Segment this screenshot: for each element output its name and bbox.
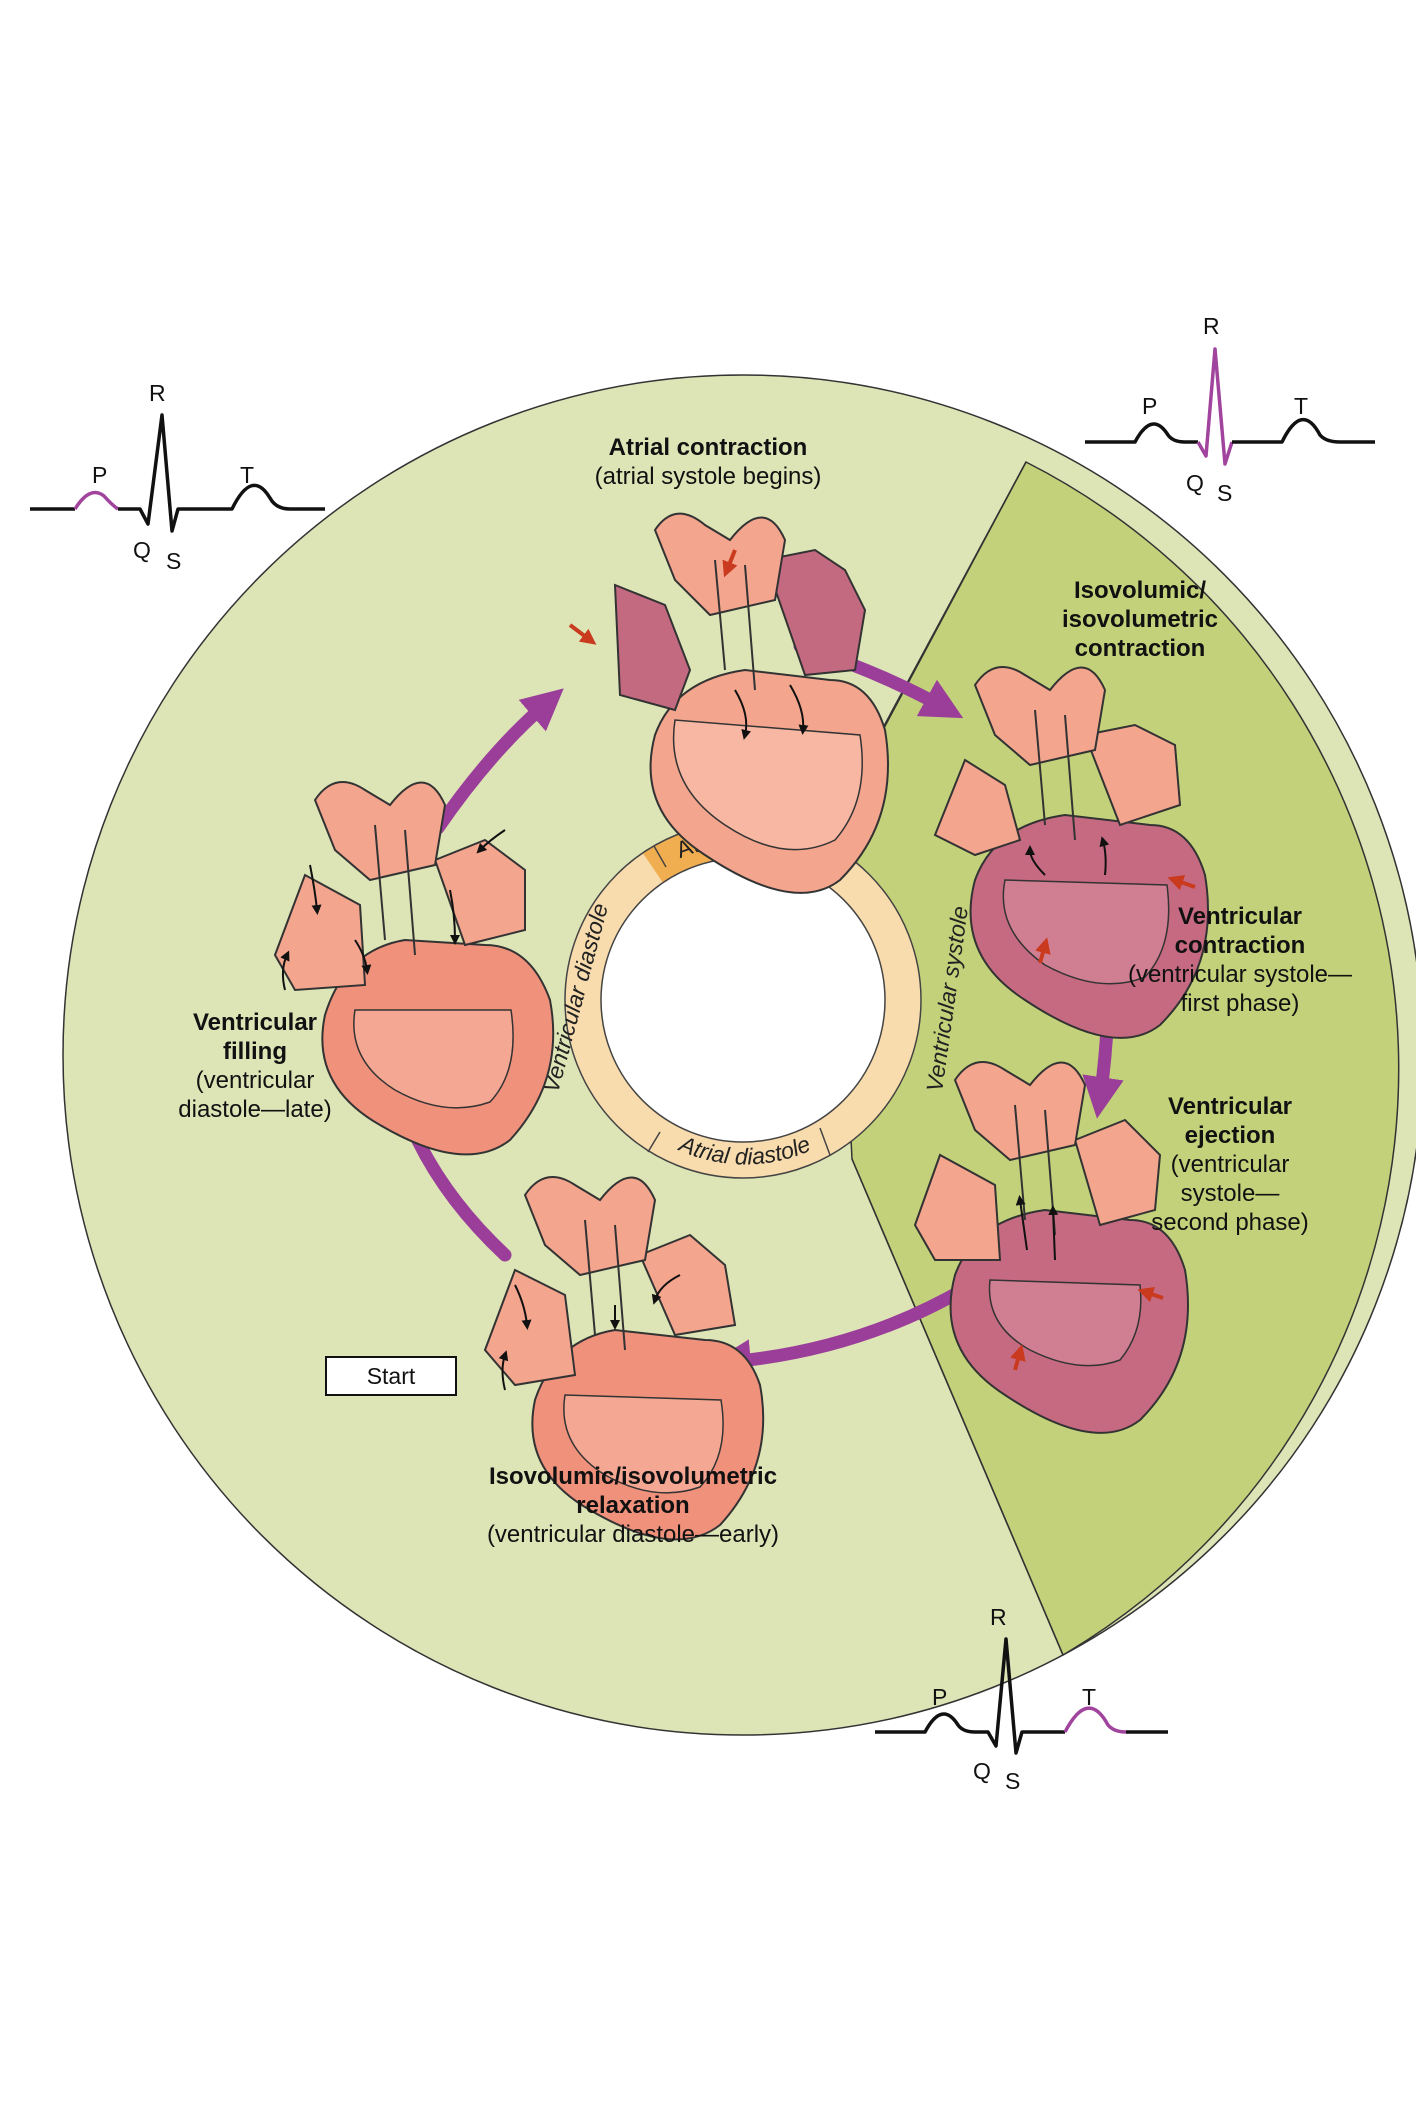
label-isovolumic-relaxation-title2: relaxation [576,1492,690,1519]
label-ventricular-ejection-sub2: systole— [1180,1180,1280,1207]
ecg-top-left [30,413,325,533]
ecg-top-left-t: T [240,462,255,488]
label-ventricular-filling-sub2: diastole—late) [178,1096,332,1123]
ring-divider [647,1131,661,1153]
label-ventricular-filling-title2: filling [223,1038,287,1065]
start-box: Start [325,1356,457,1396]
heart-ventricular-ejection [913,1061,1189,1434]
label-ventricular-ejection: Ventricular ejection (ventricular systol… [1110,1092,1350,1237]
ecg-top-left-r: R [149,380,166,406]
label-isovolumic-relaxation: Isovolumic/isovolumetric relaxation (ven… [433,1462,833,1549]
label-isovolumic-contraction: Isovolumic/ isovolumetric contraction [1025,576,1255,663]
label-ventricular-contraction-sub1: (ventricular systole— [1127,961,1353,988]
ecg-top-right-p: P [1142,393,1158,419]
heart-isovolumic-relaxation [483,1176,765,1541]
label-isovolumic-contraction-line3: contraction [1074,635,1206,662]
ecg-bottom-s: S [1005,1768,1021,1794]
ecg-top-right-t: T [1294,393,1309,419]
heart-isovolumic-contraction [933,666,1209,1039]
label-ventricular-contraction: Ventricular contraction (ventricular sys… [1105,902,1375,1018]
ecg-top-left-s: S [166,548,182,574]
ecg-bottom-p: P [932,1684,948,1710]
cycle-arrow-filling-to-atrial [431,688,564,835]
heart-atrial-contraction [568,512,889,894]
ecg-top-left-q: Q [133,537,151,563]
label-isovolumic-relaxation-subtitle: (ventricular diastole—early) [486,1521,780,1548]
ecg-bottom-t: T [1082,1684,1097,1710]
label-ventricular-filling-title: Ventricular [192,1009,318,1036]
ecg-bottom-r: R [990,1604,1007,1630]
ring-divider [653,845,667,868]
cycle-arrow-ejection-to-relaxation [709,1281,973,1381]
label-isovolumic-contraction-line1: Isovolumic/ [1073,577,1207,604]
label-ventricular-filling: Ventricular filling (ventricular diastol… [160,1008,350,1124]
ecg-bottom-q: Q [973,1758,991,1784]
label-ventricular-contraction-title2: contraction [1174,932,1306,959]
label-ventricular-ejection-sub1: (ventricular [1170,1151,1290,1178]
label-atrial-contraction-title: Atrial contraction [608,434,808,461]
inner-ring-inner-edge [600,857,886,1143]
label-ventricular-ejection-sub3: second phase) [1151,1209,1309,1236]
label-atrial-contraction: Atrial contraction (atrial systole begin… [508,433,908,491]
sector-boundary-bottom [851,1158,1064,1656]
ring-divider [819,1127,831,1156]
label-isovolumic-relaxation-title: Isovolumic/isovolumetric [488,1463,778,1490]
label-ventricular-filling-sub1: (ventricular [195,1067,315,1094]
label-ventricular-contraction-title: Ventricular [1177,903,1303,930]
ecg-bottom [875,1637,1168,1755]
ecg-top-right-r: R [1203,313,1220,339]
label-atrial-contraction-subtitle: (atrial systole begins) [594,463,822,490]
heart-ventricular-filling [273,781,555,1156]
ecg-top-right-q: Q [1186,470,1204,496]
label-ventricular-contraction-sub2: first phase) [1180,990,1300,1017]
label-isovolumic-contraction-line2: isovolumetric [1061,606,1219,633]
ecg-top-right-s: S [1217,480,1233,506]
ecg-top-left-p: P [92,462,108,488]
label-ventricular-ejection-title: Ventricular [1167,1093,1293,1120]
ecg-top-right [1085,347,1375,466]
label-ventricular-ejection-title2: ejection [1184,1122,1276,1149]
